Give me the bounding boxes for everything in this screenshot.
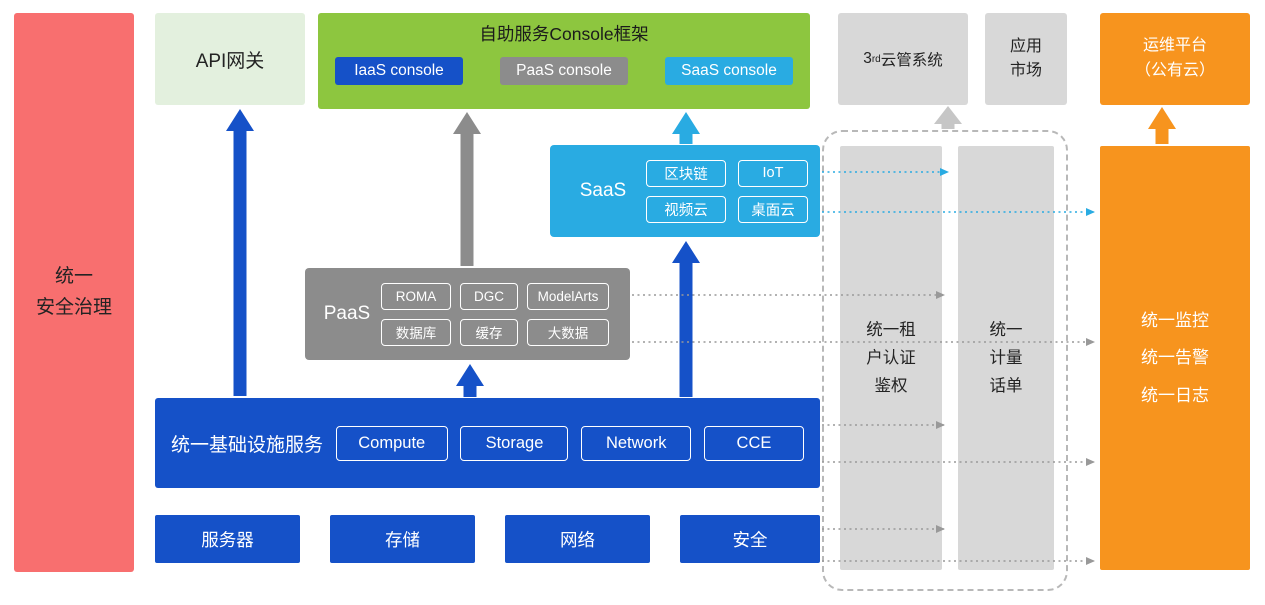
saas-layer-label: SaaS <box>579 180 627 201</box>
infra-chip-network: Network <box>581 425 692 461</box>
arrow-paas-to-console <box>453 112 481 266</box>
saas-service-grid: 区块链 IoT 视频云 桌面云 <box>646 159 808 223</box>
hardware-box-network: 网络 <box>505 515 650 563</box>
paas-chip-dgc: DGC <box>460 282 518 310</box>
paas-chip-modelarts: ModelArts <box>527 282 609 310</box>
hardware-box-security: 安全 <box>680 515 820 563</box>
infra-layer-box: 统一基础设施服务 Compute Storage Network CCE <box>155 398 820 488</box>
console-framework-title: 自助服务Console框架 <box>479 24 649 44</box>
paas-chip-cache: 缓存 <box>460 318 518 346</box>
saas-chip-iot: IoT <box>738 159 808 187</box>
console-chip-row: IaaS console PaaS console SaaS console <box>335 57 793 85</box>
arrow-group-to-third-party <box>934 106 962 129</box>
third-party-label-rest: 云管系统 <box>880 52 943 69</box>
saas-chip-blockchain: 区块链 <box>646 159 726 187</box>
arrow-saas-to-console <box>672 112 700 144</box>
console-framework-box: 自助服务Console框架 IaaS console PaaS console … <box>318 13 810 109</box>
auth-bar: 统一租 户认证 鉴权 <box>840 146 942 570</box>
infra-chip-cce: CCE <box>703 425 804 461</box>
saas-layer-box: SaaS 区块链 IoT 视频云 桌面云 <box>550 145 820 237</box>
paas-chip-roma: ROMA <box>381 282 451 310</box>
infra-chip-storage: Storage <box>460 425 569 461</box>
ops-platform-box: 运维平台 （公有云） <box>1100 13 1250 105</box>
saas-chip-video-cloud: 视频云 <box>646 195 726 223</box>
api-gateway-box: API网关 <box>155 13 305 105</box>
saas-console-chip: SaaS console <box>665 57 793 85</box>
paas-layer-label: PaaS <box>323 303 371 324</box>
third-party-label-num: 3 <box>863 50 872 67</box>
security-governance-bar: 统一 安全治理 <box>14 13 134 572</box>
hardware-box-server: 服务器 <box>155 515 300 563</box>
third-party-label-sup: rd <box>871 53 881 65</box>
app-market-box: 应用 市场 <box>985 13 1067 105</box>
infra-layer-label: 统一基础设施服务 <box>171 434 324 456</box>
paas-chip-bigdata: 大数据 <box>527 318 609 346</box>
arrow-infra-to-api-gateway <box>226 109 254 396</box>
saas-chip-desktop-cloud: 桌面云 <box>738 195 808 223</box>
paas-chip-database: 数据库 <box>381 318 451 346</box>
paas-console-chip: PaaS console <box>500 57 628 85</box>
hardware-box-storage: 存储 <box>330 515 475 563</box>
paas-layer-box: PaaS ROMA DGC ModelArts 数据库 缓存 大数据 <box>305 268 630 360</box>
metering-bar: 统一 计量 话单 <box>958 146 1054 570</box>
infra-chip-compute: Compute <box>335 425 448 461</box>
monitoring-bar: 统一监控 统一告警 统一日志 <box>1100 146 1250 570</box>
paas-service-grid: ROMA DGC ModelArts 数据库 缓存 大数据 <box>381 282 609 346</box>
arrow-infra-to-saas <box>672 241 700 397</box>
dashed-group-container <box>822 130 1068 591</box>
arrow-monitoring-to-ops-platform <box>1148 107 1176 144</box>
arrow-infra-to-paas <box>456 364 484 397</box>
iaas-console-chip: IaaS console <box>335 57 463 85</box>
